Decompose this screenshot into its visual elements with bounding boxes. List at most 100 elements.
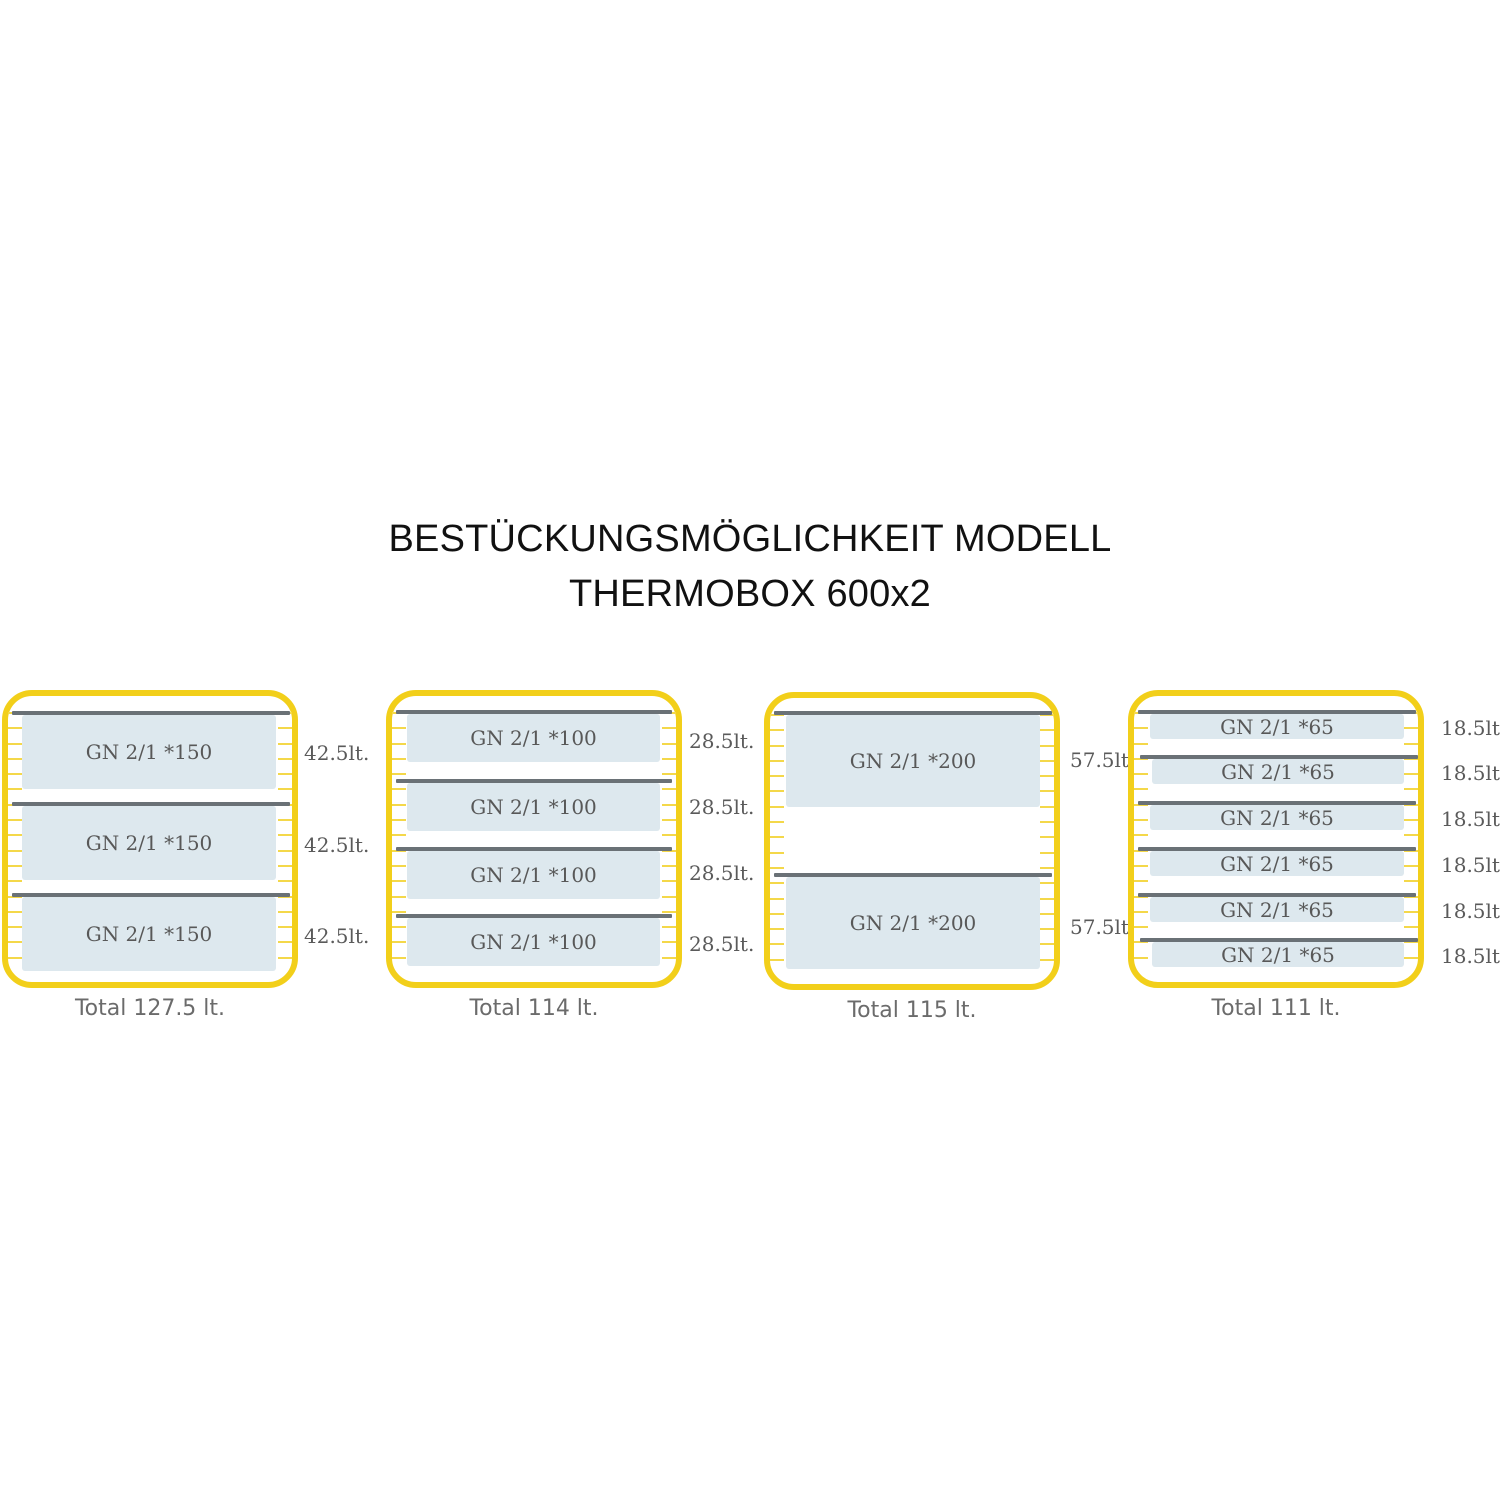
rack-rung-right	[1040, 943, 1054, 945]
rack-rung-right	[1040, 836, 1054, 838]
rack-rung-left	[1134, 834, 1148, 836]
rack-rung-left	[392, 819, 406, 821]
rack-rung-left	[770, 821, 784, 823]
pan-volume: 57.5lt.	[1070, 748, 1136, 772]
rack-rung-left	[8, 819, 22, 821]
rack-rung-right	[662, 911, 676, 913]
total-capacity: Total 111 lt.	[1211, 996, 1341, 1021]
rack-rung-left	[770, 790, 784, 792]
pan-volume: 57.5lt.	[1070, 915, 1136, 939]
rack-rung-right	[662, 773, 676, 775]
rack-rung-left	[392, 957, 406, 959]
rack-rung-right	[662, 926, 676, 928]
rack-rung-left	[1134, 865, 1148, 867]
rack-rung-left	[8, 880, 22, 882]
rack-rung-left	[8, 896, 22, 898]
rack-rung-right	[662, 941, 676, 943]
rack-rung-left	[770, 760, 784, 762]
shelf-rail	[1140, 755, 1418, 759]
shelf-rail	[12, 802, 290, 806]
rack-rung-left	[8, 834, 22, 836]
rack-rung-left	[392, 880, 406, 882]
rack-rung-left	[8, 758, 22, 760]
shelf-rail	[774, 873, 1052, 877]
rack-rung-left	[1134, 758, 1148, 760]
rack-rung-right	[278, 957, 292, 959]
rack-rung-right	[1404, 727, 1418, 729]
rack-rung-left	[392, 758, 406, 760]
page-title: BESTÜCKUNGSMÖGLICHKEIT MODELL THERMOBOX …	[0, 512, 1500, 622]
rack-rung-left	[770, 959, 784, 961]
rack-rung-left	[392, 834, 406, 836]
rack-rung-left	[392, 773, 406, 775]
rack-rung-left	[8, 850, 22, 852]
rack-rung-right	[278, 773, 292, 775]
rack-rung-right	[662, 758, 676, 760]
rack-rung-right	[1404, 743, 1418, 745]
rack-rung-left	[392, 941, 406, 943]
gastronorm-pan: GN 2/1 *65	[1152, 942, 1404, 967]
rack-rung-left	[392, 743, 406, 745]
rack-rung-right	[1040, 775, 1054, 777]
rack-rung-left	[8, 941, 22, 943]
rack-rung-right	[1404, 865, 1418, 867]
gastronorm-pan: GN 2/1 *150	[22, 897, 276, 971]
gastronorm-pan: GN 2/1 *65	[1150, 805, 1404, 830]
rack-rung-right	[662, 819, 676, 821]
gastronorm-pan: GN 2/1 *150	[22, 715, 276, 789]
title-line-1: BESTÜCKUNGSMÖGLICHKEIT MODELL	[388, 518, 1112, 560]
rack-rung-left	[770, 928, 784, 930]
rack-rung-left	[1134, 773, 1148, 775]
rack-rung-left	[392, 911, 406, 913]
rack-rung-left	[770, 852, 784, 854]
rack-rung-left	[1134, 896, 1148, 898]
rack-rung-left	[1134, 727, 1148, 729]
pan-volume: 18.5lt.	[1441, 807, 1500, 831]
gastronorm-pan: GN 2/1 *150	[22, 806, 276, 880]
rack-rung-right	[1040, 821, 1054, 823]
rack-rung-right	[1404, 834, 1418, 836]
rack-rung-right	[278, 880, 292, 882]
rack-rung-left	[392, 850, 406, 852]
rack-rung-right	[278, 819, 292, 821]
rack-rung-right	[1404, 941, 1418, 943]
rack-rung-right	[1040, 913, 1054, 915]
gastronorm-pan: GN 2/1 *65	[1150, 714, 1404, 739]
rack-rung-right	[1040, 928, 1054, 930]
title-line-2: THERMOBOX 600x2	[569, 573, 931, 615]
pan-volume: 18.5lt.	[1441, 716, 1500, 740]
gastronorm-pan: GN 2/1 *65	[1150, 851, 1404, 876]
rack-rung-left	[8, 911, 22, 913]
gastronorm-pan: GN 2/1 *100	[407, 783, 660, 831]
rack-rung-right	[1404, 773, 1418, 775]
rack-rung-left	[770, 943, 784, 945]
rack-rung-left	[8, 743, 22, 745]
pan-volume: 28.5lt.	[689, 795, 755, 819]
rack-rung-right	[1404, 911, 1418, 913]
pan-volume: 18.5lt.	[1441, 944, 1500, 968]
rack-rung-right	[662, 804, 676, 806]
shelf-rail	[1140, 938, 1418, 942]
rack-rung-right	[278, 834, 292, 836]
rack-rung-right	[278, 865, 292, 867]
rack-rung-right	[1040, 714, 1054, 716]
rack-rung-right	[1040, 898, 1054, 900]
total-capacity: Total 115 lt.	[847, 998, 977, 1023]
rack-rung-right	[1404, 850, 1418, 852]
rack-rung-right	[662, 957, 676, 959]
rack-rung-left	[8, 926, 22, 928]
rack-rung-left	[392, 926, 406, 928]
rack-rung-right	[278, 941, 292, 943]
rack-rung-right	[1040, 760, 1054, 762]
pan-volume: 28.5lt.	[689, 932, 755, 956]
shelf-rail	[12, 711, 290, 715]
rack-rung-right	[662, 834, 676, 836]
total-capacity: Total 127.5 lt.	[74, 996, 226, 1021]
rack-rung-left	[770, 729, 784, 731]
rack-rung-right	[1040, 745, 1054, 747]
rack-rung-left	[1134, 941, 1148, 943]
rack-rung-left	[1134, 804, 1148, 806]
rack-rung-right	[1040, 852, 1054, 854]
rack-rung-right	[662, 865, 676, 867]
rack-rung-right	[278, 896, 292, 898]
